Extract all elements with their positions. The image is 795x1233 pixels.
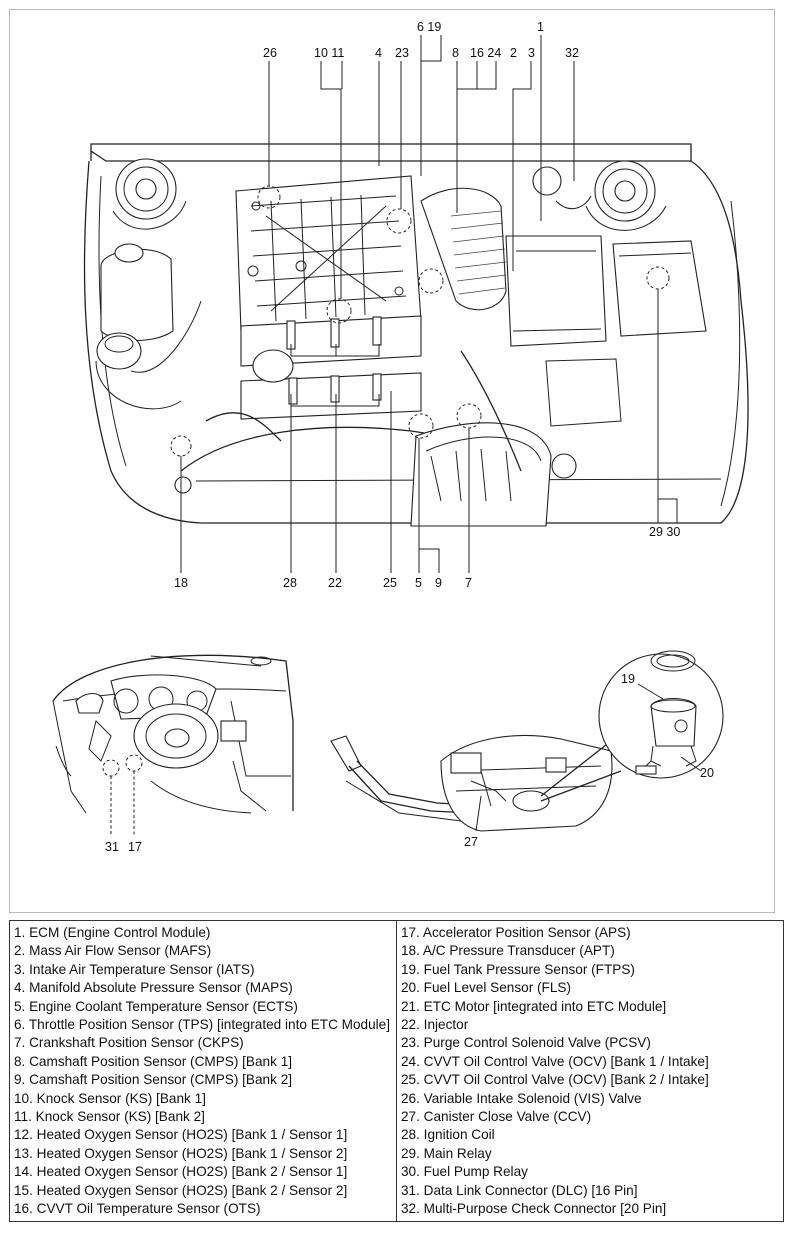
- engine-bay-illustration: [83, 143, 749, 527]
- legend-item: 27. Canister Close Valve (CCV): [401, 1109, 592, 1125]
- legend-item: 12. Heated Oxygen Sensor (HO2S) [Bank 1 …: [14, 1127, 348, 1143]
- callout-17: 17: [128, 840, 142, 854]
- legend-item: 5. Engine Coolant Temperature Sensor (EC…: [14, 998, 298, 1014]
- legend-item: 19. Fuel Tank Pressure Sensor (FTPS): [401, 961, 635, 977]
- legend-item: 20. Fuel Level Sensor (FLS): [401, 980, 572, 996]
- callout-28: 28: [283, 576, 297, 590]
- fuel-callout-labels: 19 20 27: [464, 672, 714, 849]
- legend-item: 4. Manifold Absolute Pressure Sensor (MA…: [14, 980, 293, 996]
- legend-item: 28. Ignition Coil: [401, 1127, 495, 1143]
- engine-leader-lines: [180, 35, 678, 573]
- legend-item: 7. Crankshaft Position Sensor (CKPS): [14, 1035, 244, 1051]
- legend-item: 1. ECM (Engine Control Module): [14, 925, 211, 940]
- legend-item: 13. Heated Oxygen Sensor (HO2S) [Bank 1 …: [14, 1145, 348, 1161]
- component-location-diagram: 26 10 11 4 6 19 23 8 16 24 2 3 1 32 18 2…: [52, 20, 749, 854]
- legend-item: 16. CVVT Oil Temperature Sensor (OTS): [14, 1201, 261, 1217]
- legend-right-column: 17. Accelerator Position Sensor (APS) 18…: [396, 920, 784, 1222]
- legend-item: 31. Data Link Connector (DLC) [16 Pin]: [401, 1182, 638, 1198]
- callout-6-19: 6 19: [417, 20, 441, 34]
- legend-item: 25. CVVT Oil Control Valve (OCV) [Bank 2…: [401, 1072, 709, 1088]
- legend-item: 23. Purge Control Solenoid Valve (PCSV): [401, 1035, 651, 1051]
- legend-item: 2. Mass Air Flow Sensor (MAFS): [14, 943, 212, 959]
- callout-18: 18: [174, 576, 188, 590]
- legend-table: 1. ECM (Engine Control Module) 2. Mass A…: [9, 920, 784, 1222]
- callout-2: 2: [510, 46, 517, 60]
- callout-32: 32: [565, 46, 579, 60]
- interior-leader-lines: [110, 771, 135, 836]
- callout-26: 26: [263, 46, 277, 60]
- legend-item: 6. Throttle Position Sensor (TPS) [integ…: [14, 1017, 391, 1033]
- callout-20: 20: [700, 766, 714, 780]
- legend-item: 15. Heated Oxygen Sensor (HO2S) [Bank 2 …: [14, 1182, 348, 1198]
- interior-callout-labels: 31 17: [105, 840, 142, 854]
- legend-item: 8. Camshaft Position Sensor (CMPS) [Bank…: [14, 1053, 293, 1069]
- legend-item: 14. Heated Oxygen Sensor (HO2S) [Bank 2 …: [14, 1164, 348, 1180]
- callout-22: 22: [328, 576, 342, 590]
- legend-item: 3. Intake Air Temperature Sensor (IATS): [14, 961, 255, 977]
- legend-item: 21. ETC Motor [integrated into ETC Modul…: [401, 998, 667, 1014]
- legend-item: 18. A/C Pressure Transducer (APT): [401, 943, 615, 959]
- legend-item: 24. CVVT Oil Control Valve (OCV) [Bank 1…: [401, 1053, 709, 1069]
- callout-5: 5: [415, 576, 422, 590]
- callout-10-11: 10 11: [314, 46, 344, 60]
- legend-item: 9. Camshaft Position Sensor (CMPS) [Bank…: [14, 1072, 293, 1088]
- callout-8: 8: [452, 46, 459, 60]
- callout-25: 25: [383, 576, 397, 590]
- callout-23: 23: [395, 46, 409, 60]
- callout-7: 7: [465, 576, 472, 590]
- callout-19: 19: [621, 672, 635, 686]
- callout-9: 9: [435, 576, 442, 590]
- callout-27: 27: [464, 835, 478, 849]
- legend-item: 29. Main Relay: [401, 1145, 492, 1161]
- legend-item: 10. Knock Sensor (KS) [Bank 1]: [14, 1090, 206, 1106]
- callout-3: 3: [528, 46, 535, 60]
- legend-item: 26. Variable Intake Solenoid (VIS) Valve: [401, 1090, 642, 1106]
- legend-left-column: 1. ECM (Engine Control Module) 2. Mass A…: [9, 920, 397, 1222]
- interior-dashboard-illustration: [52, 654, 294, 814]
- callout-16-24: 16 24: [470, 46, 501, 60]
- callout-1: 1: [537, 20, 544, 34]
- fuel-tank-illustration: [330, 650, 724, 832]
- engine-callout-labels: 26 10 11 4 6 19 23 8 16 24 2 3 1 32 18 2…: [174, 20, 680, 590]
- callout-4: 4: [375, 46, 382, 60]
- figure-frame: 26 10 11 4 6 19 23 8 16 24 2 3 1 32 18 2…: [9, 9, 775, 913]
- legend-item: 30. Fuel Pump Relay: [401, 1164, 528, 1180]
- legend-item: 22. Injector: [401, 1017, 469, 1033]
- legend-item: 17. Accelerator Position Sensor (APS): [401, 925, 631, 940]
- legend-item: 11. Knock Sensor (KS) [Bank 2]: [14, 1109, 205, 1125]
- legend-item: 32. Multi-Purpose Check Connector [20 Pi…: [401, 1201, 667, 1217]
- fuel-leader-lines: [475, 683, 702, 832]
- callout-29-30: 29 30: [649, 525, 680, 539]
- callout-31: 31: [105, 840, 119, 854]
